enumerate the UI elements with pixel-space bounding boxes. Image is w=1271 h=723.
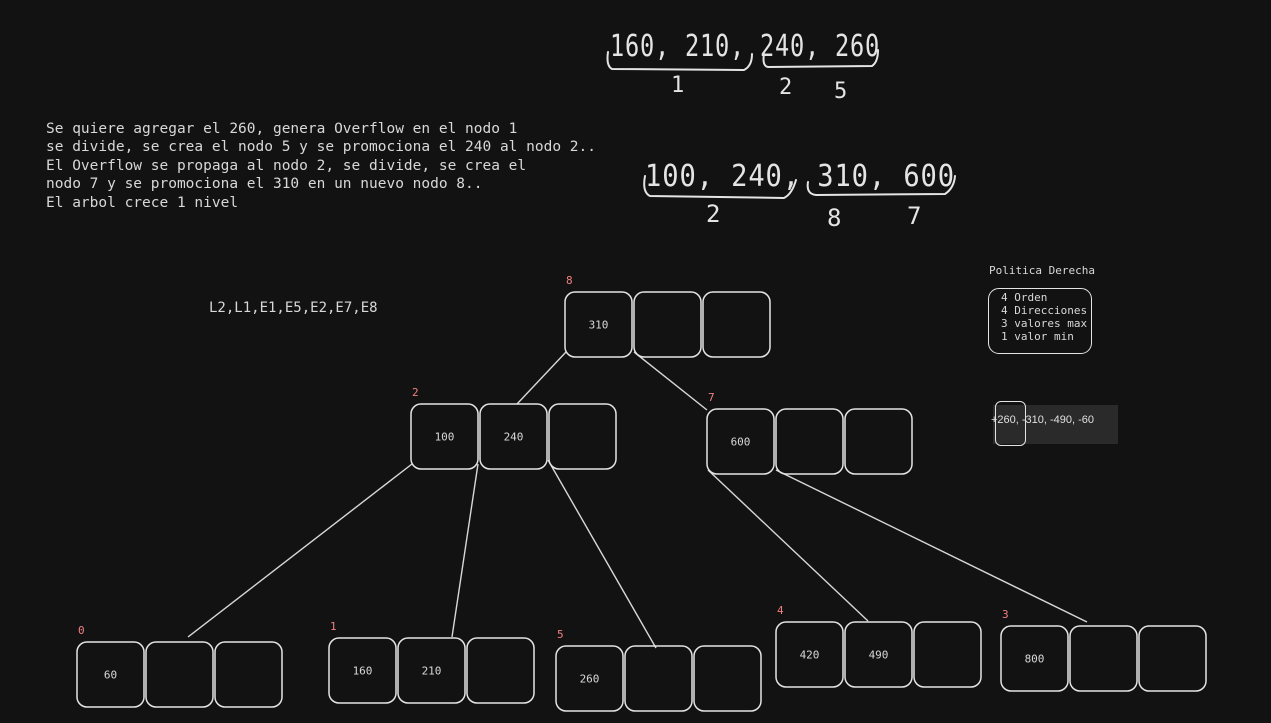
split2-bracket-right (806, 175, 956, 197)
node-4-cell-0 (775, 621, 844, 688)
split2-right-node-a: 8 (827, 204, 841, 232)
node-7-cell-0 (706, 408, 775, 475)
node-2-key-1: 240 (504, 431, 524, 444)
node-5-cell-1 (624, 645, 693, 712)
node-5-key-0: 260 (580, 673, 600, 686)
split2-right-node-b: 7 (907, 202, 921, 230)
split1-values: 160, 210, 240, 260 (610, 29, 880, 64)
node-8-cell-2 (702, 291, 771, 358)
policy-directions: 4 Direcciones (1001, 304, 1088, 317)
node-1-cell-2 (466, 637, 535, 704)
node-2-cell-1 (479, 403, 548, 470)
split2-left-node: 2 (706, 200, 720, 228)
tree-node-7: 7 600 (706, 391, 913, 475)
node-5-cell-0 (555, 645, 624, 712)
node-8-key-0: 310 (589, 319, 609, 332)
explanation-line: nodo 7 y se promociona el 310 en un nuev… (46, 176, 483, 193)
node-access-sequence: L2,L1,E1,E5,E2,E7,E8 (209, 300, 378, 316)
explanation-line: se divide, se crea el nodo 5 y se promoc… (46, 139, 596, 156)
node-label-1: 1 (330, 620, 337, 633)
node-0-key-0: 60 (104, 669, 117, 682)
node-8-cell-0 (564, 291, 633, 358)
tree-node-4: 4 420 490 (775, 604, 982, 688)
node-4-cell-1 (844, 621, 913, 688)
node-7-key-0: 600 (731, 436, 751, 449)
node-label-0: 0 (78, 624, 85, 637)
node-label-8: 8 (566, 274, 573, 287)
split2-values: 100, 240, 310, 600 (645, 159, 955, 194)
policy-max-values: 3 valores max (1001, 317, 1088, 330)
node-5-cell-2 (693, 645, 762, 712)
node-4-cell-2 (913, 621, 982, 688)
tree-node-0: 0 60 (76, 624, 283, 708)
tree-node-2: 2 100 240 (410, 386, 617, 470)
node-3-cell-2 (1138, 625, 1207, 692)
tree-node-5: 5 260 (555, 628, 762, 712)
node-3-key-0: 800 (1025, 653, 1045, 666)
node-1-cell-1 (397, 637, 466, 704)
tree-edge-2-1 (451, 463, 479, 638)
node-4-key-0: 420 (800, 649, 820, 662)
node-label-7: 7 (708, 391, 715, 404)
operations-cursor-box (995, 401, 1026, 446)
node-label-4: 4 (777, 604, 784, 617)
explanation-line: El Overflow se propaga al nodo 2, se div… (46, 157, 527, 174)
tree-node-3: 3 800 (1000, 608, 1207, 692)
explanation-text: Se quiere agregar el 260, genera Overflo… (46, 120, 596, 212)
policy-box: 4 Orden 4 Direcciones 3 valores max 1 va… (988, 288, 1092, 354)
node-0-cell-0 (76, 641, 145, 708)
node-label-3: 3 (1002, 608, 1009, 621)
node-4-key-1: 490 (869, 649, 889, 662)
tree-edge-8-2 (516, 351, 567, 405)
tree-node-1: 1 160 210 (328, 620, 535, 704)
explanation-line: Se quiere agregar el 260, genera Overflo… (46, 121, 518, 137)
tree-edge-2-5 (547, 459, 657, 649)
policy-min-values: 1 valor min (1001, 330, 1074, 343)
split1-right-node-b: 5 (834, 79, 847, 104)
node-1-cell-0 (328, 637, 397, 704)
node-7-cell-1 (775, 408, 844, 475)
node-7-cell-2 (844, 408, 913, 475)
explanation-line: El arbol crece 1 nivel (46, 194, 239, 211)
tree-node-8: 8 310 (564, 274, 771, 358)
operations-list: +260, -310, -490, -60 (991, 414, 1095, 426)
node-8-cell-1 (633, 291, 702, 358)
policy-order: 4 Orden (1001, 291, 1048, 304)
node-3-cell-1 (1069, 625, 1138, 692)
tree-edge-7-4 (707, 469, 869, 622)
tree-edge-2-0 (187, 463, 413, 638)
node-2-key-0: 100 (435, 431, 455, 444)
split1-bracket-left (606, 51, 753, 72)
tree-edge-7-3 (775, 469, 1088, 623)
split1-left-node: 1 (671, 73, 684, 98)
node-1-key-0: 160 (353, 665, 373, 678)
policy-title: Politica Derecha (989, 264, 1095, 277)
node-2-cell-2 (548, 403, 617, 470)
node-1-key-1: 210 (422, 665, 442, 678)
node-label-5: 5 (557, 628, 564, 641)
split2-bracket-left (643, 175, 797, 200)
split1-bracket-right (762, 49, 879, 69)
split1-right-node-a: 2 (779, 75, 792, 100)
tree-edge-8-7 (633, 351, 708, 411)
operations-panel (993, 405, 1118, 444)
node-0-cell-1 (145, 641, 214, 708)
node-label-2: 2 (412, 386, 419, 399)
node-3-cell-0 (1000, 625, 1069, 692)
node-0-cell-2 (214, 641, 283, 708)
node-2-cell-0 (410, 403, 479, 470)
